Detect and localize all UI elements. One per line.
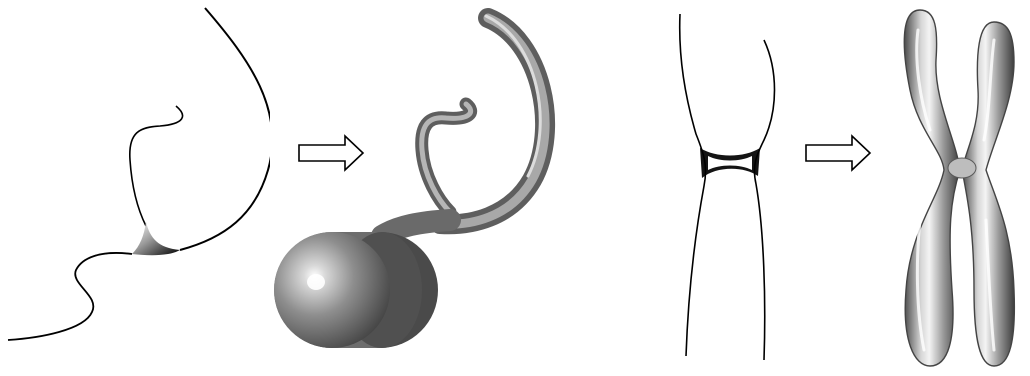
centromere — [948, 158, 976, 178]
left-strand-curve — [680, 14, 706, 356]
arrow-right-2 — [802, 0, 874, 376]
output-surface-left — [270, 0, 570, 376]
output-surface-right — [890, 0, 1030, 376]
input-curves-right — [660, 0, 790, 376]
right-strand-curve — [754, 40, 774, 360]
junction-web — [132, 222, 180, 255]
input-curves-left — [0, 0, 270, 376]
tail-curve — [8, 253, 132, 340]
arrow-right-icon — [806, 136, 870, 170]
left-chromatid — [904, 10, 960, 366]
inner-hook-curve — [130, 106, 183, 226]
outer-arc-curve — [180, 8, 270, 250]
right-chromatid — [962, 22, 1014, 366]
